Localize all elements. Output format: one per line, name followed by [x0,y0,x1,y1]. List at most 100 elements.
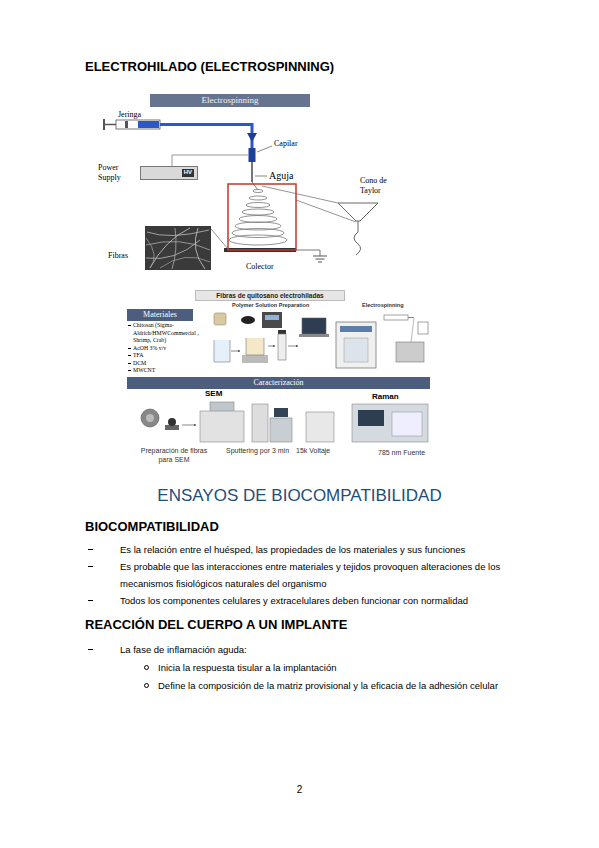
vial-cap [278,330,286,334]
bullet-dash [88,549,93,550]
hv-source [418,322,428,334]
bullet-dash [88,566,93,567]
image-caption: 15k Voltaje [296,447,330,456]
box-text: Electrospinning [202,95,259,106]
flow-arrow [247,133,257,142]
laptop-base [299,334,329,337]
laptop-screen [302,318,326,334]
sem-chamber [306,412,334,442]
raman-monitor [358,410,384,426]
section-heading: ELECTROHILADO (ELECTROSPINNING) [85,59,334,75]
bullet-circle [144,683,149,688]
part-label: Colector [246,262,274,272]
bullet-dash [88,600,93,601]
syringe-barrel [116,120,160,129]
bullet-dash [88,649,93,650]
sputter-chamber [210,402,234,412]
part-label: Fibras [108,251,128,261]
process-arrow [288,346,298,347]
page-heading: ENSAYOS DE BIOCOMPATIBILIDAD [0,485,599,506]
box-text: Fibras de quitosano electrohiladas [216,292,323,300]
section-bar: Materiales [127,309,193,321]
process-arrow [231,351,240,352]
hv-wire [172,155,248,166]
page-number: 2 [0,784,599,797]
image-caption: Preparación de fibras para SEM [138,446,210,464]
sputter-coater [200,411,244,442]
figure-header-box: Fibras de quitosano electrohiladas [195,290,345,301]
collector [396,342,424,362]
balance-display [265,315,279,320]
mwcnt-powder [241,316,255,324]
bullet-dash [128,348,131,349]
zoom-line [211,229,228,249]
electrospinning-machine [336,322,376,368]
process-arrow [268,346,275,347]
sem-monitor [274,408,288,417]
section-heading: BIOCOMPATIBILIDAD [85,519,219,535]
capillary [249,148,256,162]
ground-symbol [318,262,322,263]
zoom-line [262,186,338,203]
sample-disc [146,414,154,422]
section-heading: REACCIÓN DEL CUERPO A UN IMPLANTE [85,617,347,633]
fiber-spiral [229,235,287,245]
technique-label: Raman [372,392,399,402]
leader-line [257,146,272,152]
needle [408,317,414,318]
sample-stub [168,418,176,426]
raman-unit [392,412,422,436]
ground-wire [296,250,320,256]
box-text: HV [182,169,194,176]
bullet-circle [144,665,149,670]
process-arrow [182,425,196,426]
syringe [384,315,408,320]
fiber-strand [160,257,210,268]
box-text: Caracterización [253,378,303,388]
part-label: Aguja [269,170,293,183]
bullet-text: Todos los componentes celulares y extrac… [120,592,530,609]
beaker [214,340,230,362]
balance [262,312,282,328]
material-item: Chitosan (Sigma-Aldrich/HMWCommercial , … [133,322,207,345]
fiber-strand [146,241,210,250]
fiber-strand [172,228,176,269]
fiber-spiral [242,209,274,215]
plunger-head [103,119,105,130]
bullet-text: Es probable que las interacciones entre … [120,558,530,592]
figure-title-bar: Electrospinning [150,94,310,107]
bullet-text: La fase de inflamación aguda: [120,641,530,658]
fiber-strand [195,228,205,269]
chitosan-jar [214,313,226,325]
vial [278,334,286,360]
electrospinning-figure [104,119,378,270]
stirring-plate [242,355,268,363]
step-label: Electrospinning [362,302,404,309]
taylor-cone [338,203,378,221]
needle [251,162,253,182]
sem-column [252,404,268,442]
polymer-jet [411,318,414,342]
ground-symbol [313,256,327,257]
taylor-jet [354,221,361,255]
part-label: Jeringa [118,110,141,120]
sub-bullet-text: Inicia la respuesta tisular a la implant… [158,659,518,676]
fiber-micrograph [145,226,211,270]
beaker [246,338,264,355]
technique-label: SEM [205,389,222,399]
fiber-strand [146,238,154,268]
step-label: Polymer Solution Preparation [232,302,309,309]
power-supply-box: HV [140,166,198,180]
feed-tube [160,125,252,149]
sub-bullet-text: Define la composición de la matriz provi… [158,677,518,694]
leader-line [255,176,267,177]
ground-symbol [316,259,325,260]
polymer-jet [252,182,258,190]
fiber-spiral [253,190,263,193]
polymer-solution [138,121,159,128]
fiber-spiral [239,216,277,223]
